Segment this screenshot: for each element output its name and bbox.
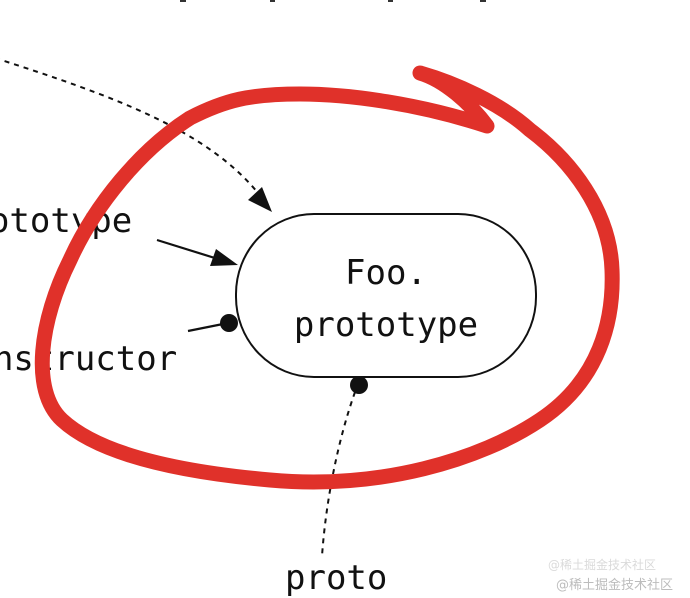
foo-prototype-node — [235, 213, 537, 378]
constructor-label: constructor — [0, 339, 177, 379]
prototype-arrow-line — [156, 238, 219, 261]
incoming-arrowhead — [248, 187, 272, 212]
proto-dot — [350, 376, 368, 394]
node-label-line1: Foo. — [345, 253, 427, 293]
prototype-arrowhead — [210, 249, 238, 266]
proto-dashed-line — [321, 391, 356, 557]
watermark-ghost: @稀土掘金技术社区 — [548, 557, 656, 572]
node-label-line2: prototype — [294, 305, 478, 345]
incoming-dashed-curve — [0, 58, 263, 199]
highlight-circle — [34, 65, 620, 490]
proto-label: proto — [285, 558, 387, 598]
prototype-label: prototype — [0, 201, 132, 241]
top-crop-artifacts — [180, 0, 486, 2]
watermark-main: @稀土掘金技术社区 — [556, 577, 673, 593]
constructor-dot — [220, 314, 238, 332]
